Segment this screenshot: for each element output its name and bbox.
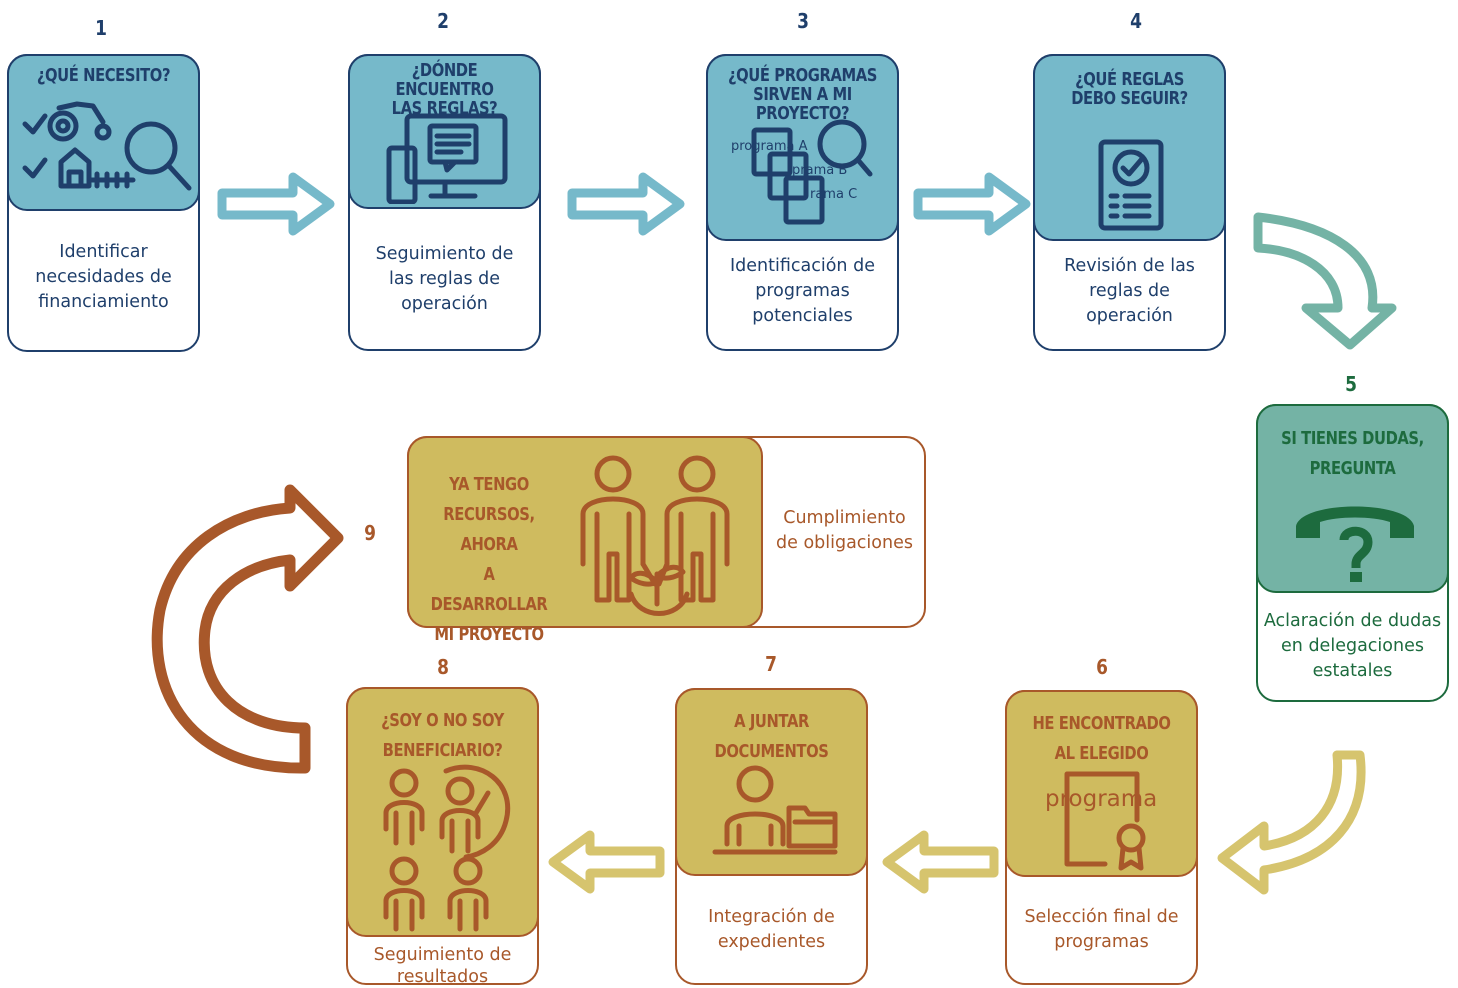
step-number: 6 [1096, 655, 1108, 679]
step-number: 8 [437, 655, 449, 679]
step-title: Si tienes dudas, pregunta [1281, 428, 1424, 479]
program-label: programa [1045, 786, 1157, 812]
step-card-9: Ya tengo recursos, ahora a desarrollar m… [407, 436, 926, 645]
people-plant-icon [580, 455, 730, 616]
curved-arrow-up-icon [151, 484, 344, 774]
step-title: He encontrado al elegido [1032, 713, 1171, 764]
step-description: Cumplimiento de obligaciones [776, 508, 913, 553]
step-number: 9 [364, 521, 376, 545]
step-title: A juntar documentos [714, 711, 829, 762]
step-description: Identificar necesidades de financiamient… [35, 242, 172, 312]
card-header: ¿Soy o no soy beneficiario? [346, 687, 539, 937]
card-header: A juntar documentos [675, 688, 868, 876]
card-header: ¿Qué reglas debo seguir? [1033, 54, 1226, 241]
checklist-icon [1098, 139, 1164, 231]
step-card-1: ¿Qué necesito? Identificar necesidades d… [7, 54, 200, 352]
arrow-left-icon [548, 830, 665, 894]
step-title: ¿Qué programas sirven a mi proyecto? [728, 65, 877, 124]
step-number: 3 [797, 9, 809, 33]
step-title: ¿Dónde encuentro las reglas? [391, 60, 498, 119]
step-number: 4 [1130, 9, 1142, 33]
card-header: Ya tengo recursos, ahora a desarrollar m… [407, 436, 763, 645]
program-label: prama B [792, 163, 847, 178]
card-header: He encontrado al elegido programa [1005, 690, 1198, 877]
arrow-right-icon [913, 172, 1031, 236]
programs-search-icon: programa A prama B rama C [731, 119, 873, 225]
program-label: rama C [810, 187, 857, 202]
arrow-left-icon [882, 830, 999, 894]
step-description: Seguimiento de resultados [373, 945, 512, 987]
computer-document-icon [386, 113, 508, 204]
person-folder-icon [712, 765, 838, 855]
step-card-8: ¿Soy o no soy beneficiario? Seguimiento … [346, 687, 539, 987]
program-award-icon: programa [1045, 771, 1157, 871]
step-card-5: Si tienes dudas, pregunta Aclaración de … [1256, 404, 1449, 702]
arrow-right-icon [217, 172, 335, 236]
step-description: Seguimiento de las reglas de operación [375, 244, 514, 314]
step-number: 5 [1345, 372, 1357, 396]
step-description: Integración de expedientes [708, 907, 835, 952]
curved-arrow-left-icon [1217, 750, 1366, 895]
card-header: ¿Qué necesito? [7, 54, 200, 211]
card-header: ¿Qué programas sirven a mi proyecto? pro… [706, 54, 899, 241]
step-card-6: He encontrado al elegido programa Selecc… [1005, 690, 1198, 985]
step-card-2: ¿Dónde encuentro las reglas? Seguimiento… [348, 54, 541, 351]
step-title: ¿Soy o no soy beneficiario? [381, 710, 504, 761]
step-description: Identificación de programas potenciales [730, 256, 875, 326]
step-number: 1 [95, 16, 107, 40]
step-title: ¿Qué reglas debo seguir? [1071, 69, 1188, 109]
step-title: ¿Qué necesito? [36, 65, 171, 86]
step-title: Ya tengo recursos, ahora a desarrollar m… [430, 474, 548, 645]
people-refresh-icon [383, 764, 511, 932]
arrow-right-icon [567, 172, 685, 236]
step-number: 2 [437, 9, 449, 33]
card-header: ¿Dónde encuentro las reglas? [348, 54, 541, 209]
step-description: Selección final de programas [1024, 907, 1179, 952]
program-label: programa A [731, 139, 808, 154]
step-card-4: ¿Qué reglas debo seguir? Revisión de las… [1033, 54, 1226, 351]
step-card-7: A juntar documentos Integración de exped… [675, 688, 868, 985]
tractor-farm-search-icon [22, 101, 192, 191]
curved-arrow-down-icon [1253, 212, 1397, 350]
telephone-question-icon [1296, 506, 1414, 582]
step-description: Aclaración de dudas en delegaciones esta… [1263, 611, 1442, 681]
card-header: Si tienes dudas, pregunta [1256, 404, 1449, 593]
step-description: Revisión de las reglas de operación [1064, 256, 1195, 326]
step-card-3: ¿Qué programas sirven a mi proyecto? pro… [706, 54, 899, 351]
step-number: 7 [765, 652, 777, 676]
